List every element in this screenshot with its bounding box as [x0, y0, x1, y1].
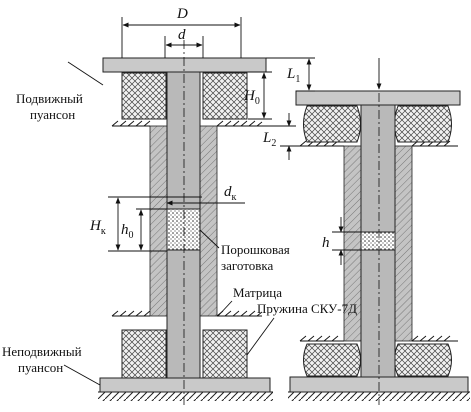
leader-powder-blank: [199, 229, 220, 249]
leader-die: [217, 300, 233, 317]
callout-movable-punch-line2: пуансон: [30, 107, 75, 122]
ground-hatch-left: [98, 392, 273, 401]
callout-die: Матрица: [233, 285, 282, 300]
label-Hk: Hк: [89, 218, 106, 237]
lower-spring-left: [121, 329, 167, 379]
label-d: d: [178, 27, 186, 43]
callout-fixed-punch-line1: Неподвижный: [2, 344, 82, 359]
compacted-blank: [360, 231, 396, 251]
die-bottom-hatch-2: [299, 335, 451, 342]
lower-punch-rod: [166, 249, 201, 379]
callout-movable-punch-line1: Подвижный: [16, 91, 83, 106]
label-H0: H0: [243, 88, 260, 107]
upper-spring-compressed-left: [303, 105, 361, 143]
leader-fixed-punch: [63, 364, 101, 386]
dimensions: D d H0 L1 L2 Hк h0 dк: [89, 6, 361, 265]
label-L1: L1: [286, 66, 300, 85]
leader-movable-punch: [67, 61, 104, 86]
callout-powder-blank-line2: заготовка: [221, 258, 274, 273]
right-assembly: [288, 58, 470, 405]
die-top-hatch-2: [299, 140, 451, 147]
label-L2: L2: [262, 130, 276, 149]
ground-hatch-right: [288, 392, 470, 401]
die-top-hatch: [111, 120, 263, 127]
die-wall-right: [199, 125, 218, 317]
callouts: Подвижный пуансон Неподвижный пуансон По…: [2, 61, 357, 386]
lower-spring-compressed-left: [303, 343, 361, 377]
powder-blank: [166, 208, 201, 251]
die-wall-right-2: [394, 145, 413, 342]
upper-punch-rod: [166, 71, 201, 210]
die-wall-left: [149, 125, 168, 317]
callout-spring: Пружина СКУ-7Д: [257, 301, 357, 316]
label-dk: dк: [224, 184, 237, 203]
leader-spring: [246, 317, 275, 356]
upper-punch-rod-2: [360, 104, 396, 233]
lower-punch-rod-2: [360, 249, 396, 378]
upper-plate: [102, 57, 267, 73]
upper-spring-left: [121, 72, 167, 120]
callout-powder-blank-line1: Порошковая: [221, 242, 290, 257]
label-h: h: [322, 235, 330, 251]
bottom-plate: [99, 377, 271, 393]
die-bottom-hatch: [111, 310, 263, 317]
upper-plate-2: [295, 90, 461, 106]
lower-spring-right: [202, 329, 248, 379]
upper-spring-compressed-right: [394, 105, 452, 143]
left-assembly: [98, 40, 273, 405]
lower-spring-compressed-right: [394, 343, 452, 377]
label-D: D: [176, 6, 188, 22]
label-h0: h0: [121, 222, 134, 241]
callout-fixed-punch-line2: пуансон: [18, 360, 63, 375]
upper-spring-right: [202, 72, 248, 120]
